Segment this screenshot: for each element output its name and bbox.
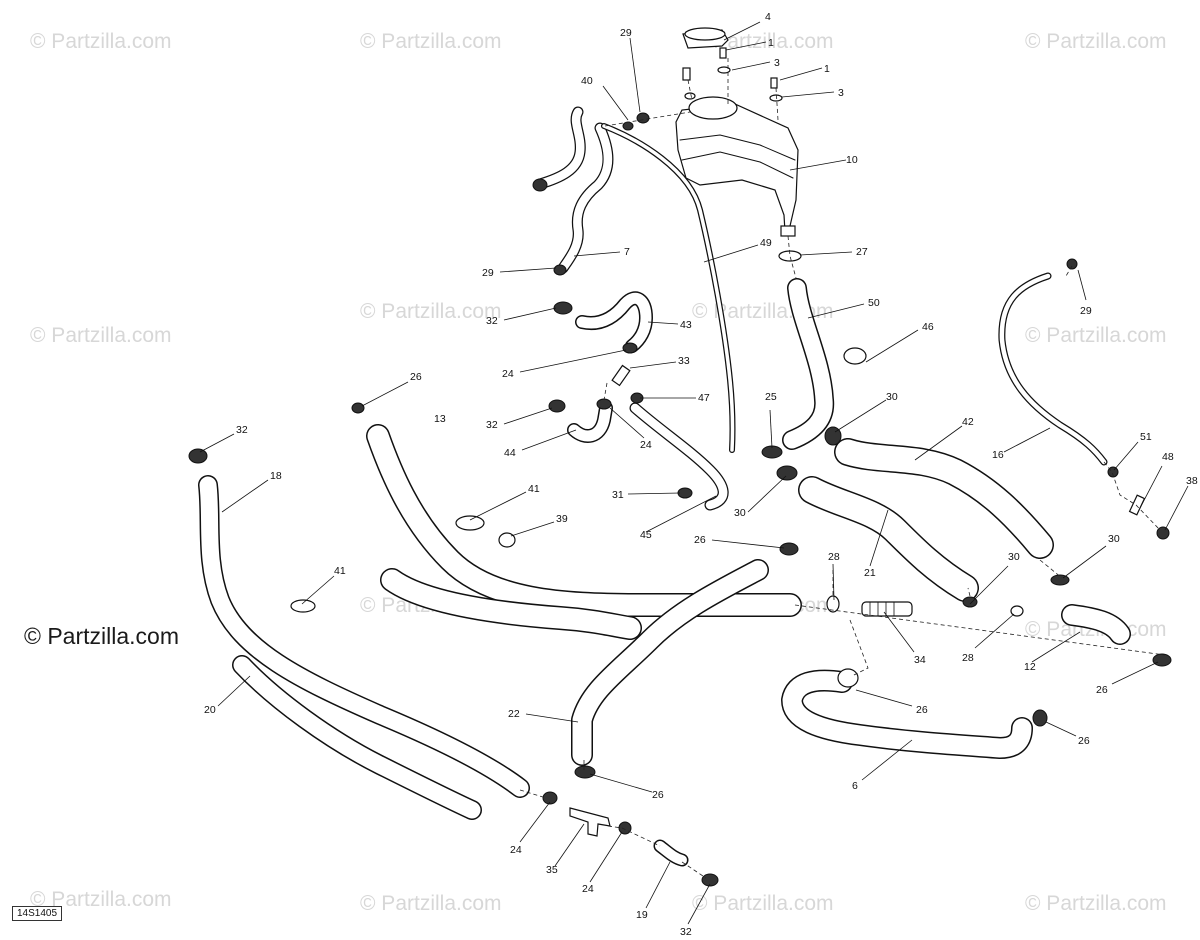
watermark-text: © Partzilla.com [1025, 892, 1167, 915]
callout-40: 40 [581, 75, 593, 87]
callout-24: 24 [510, 844, 522, 856]
watermark-text: © Partzilla.com [1025, 324, 1167, 347]
callout-24: 24 [502, 368, 514, 380]
callout-39: 39 [556, 513, 568, 525]
callout-33: 33 [678, 355, 690, 367]
callout-32: 32 [236, 424, 248, 436]
watermark-text: © Partzilla.com [1025, 30, 1167, 53]
callout-29: 29 [1080, 305, 1092, 317]
callout-41: 41 [528, 483, 540, 495]
alignment-lines [519, 58, 1166, 879]
callout-50: 50 [868, 297, 880, 309]
callout-29: 29 [482, 267, 494, 279]
callout-30: 30 [734, 507, 746, 519]
callout-30: 30 [1008, 551, 1020, 563]
callout-26: 26 [410, 371, 422, 383]
callout-26: 26 [1078, 735, 1090, 747]
callout-7: 7 [624, 246, 630, 258]
callout-3: 3 [774, 57, 780, 69]
callout-28: 28 [962, 652, 974, 664]
callout-26: 26 [916, 704, 928, 716]
callout-26: 26 [652, 789, 664, 801]
watermark-text: © Partzilla.com [692, 30, 834, 53]
callout-1: 1 [824, 63, 830, 75]
callout-21: 21 [864, 567, 876, 579]
callout-18: 18 [270, 470, 282, 482]
callout-20: 20 [204, 704, 216, 716]
callout-51: 51 [1140, 431, 1152, 443]
callout-numbers: 4 1 3 1 3 29 40 10 7 29 49 27 32 43 50 4… [204, 11, 1198, 938]
callout-31: 31 [612, 489, 624, 501]
callout-16: 16 [992, 449, 1004, 461]
callout-32: 32 [680, 926, 692, 938]
watermark-logo-text: © Partzilla.com [24, 623, 179, 649]
callout-34: 34 [914, 654, 926, 666]
callout-47: 47 [698, 392, 710, 404]
callout-1: 1 [768, 37, 774, 49]
watermark-text: © Partzilla.com [360, 300, 502, 323]
callout-27: 27 [856, 246, 868, 258]
radiator-cap [682, 27, 729, 49]
watermark-text: © Partzilla.com [360, 892, 502, 915]
callout-32: 32 [486, 419, 498, 431]
callout-19: 19 [636, 909, 648, 921]
callout-49: 49 [760, 237, 772, 249]
callout-26: 26 [1096, 684, 1108, 696]
callout-24: 24 [640, 439, 652, 451]
callout-35: 35 [546, 864, 558, 876]
diagram-code-label: 14S1405 [12, 906, 63, 921]
watermark-text: © Partzilla.com [30, 30, 172, 53]
leader-lines [199, 21, 1189, 925]
callout-13: 13 [434, 413, 446, 425]
callout-22: 22 [508, 708, 520, 720]
watermark-text: © Partzilla.com [692, 892, 834, 915]
callout-30: 30 [1108, 533, 1120, 545]
callout-3: 3 [838, 87, 844, 99]
callout-41: 41 [334, 565, 346, 577]
callout-26: 26 [694, 534, 706, 546]
callout-24: 24 [582, 883, 594, 895]
callout-4: 4 [765, 11, 771, 23]
watermark-layer: © Partzilla.com © Partzilla.com © Partzi… [30, 30, 1167, 915]
callout-44: 44 [504, 447, 516, 459]
clamps-and-fittings [188, 112, 1172, 887]
callout-45: 45 [640, 529, 652, 541]
callout-32: 32 [486, 315, 498, 327]
watermark-text: © Partzilla.com [30, 324, 172, 347]
callout-10: 10 [846, 154, 858, 166]
callout-28: 28 [828, 551, 840, 563]
callout-46: 46 [922, 321, 934, 333]
callout-29: 29 [620, 27, 632, 39]
callout-6: 6 [852, 780, 858, 792]
screws-washers [682, 47, 783, 102]
callout-48: 48 [1162, 451, 1174, 463]
watermark-text: © Partzilla.com [30, 888, 172, 911]
watermark-text: © Partzilla.com [360, 30, 502, 53]
callout-42: 42 [962, 416, 974, 428]
coolant-expansion-tank [675, 96, 799, 237]
hoses [198, 106, 1131, 867]
callout-25: 25 [765, 391, 777, 403]
callout-38: 38 [1186, 475, 1198, 487]
callout-43: 43 [680, 319, 692, 331]
callout-30: 30 [886, 391, 898, 403]
callout-12: 12 [1024, 661, 1036, 673]
